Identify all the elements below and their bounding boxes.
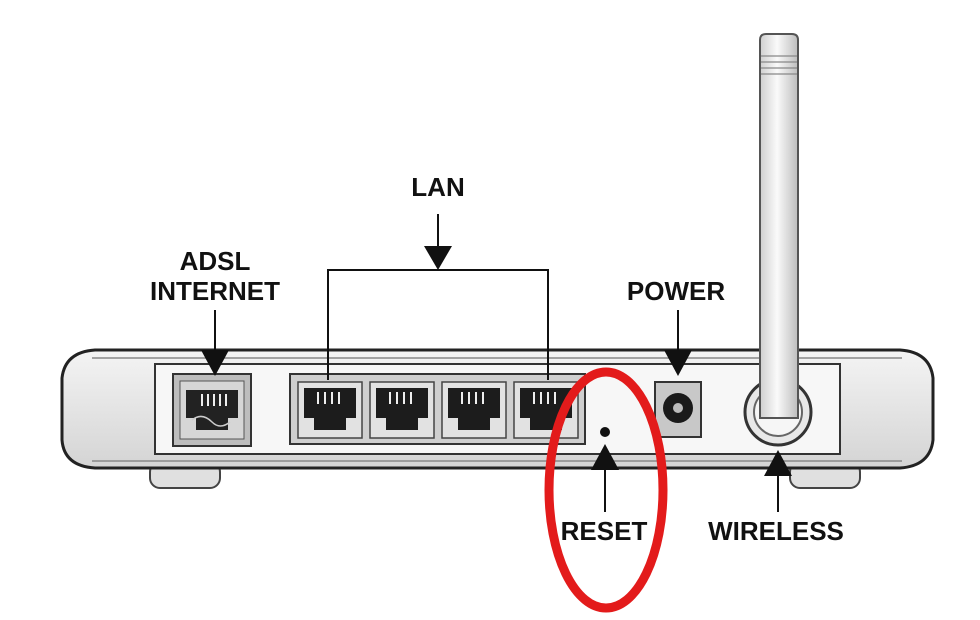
power-jack bbox=[654, 381, 702, 438]
adsl-label: ADSL bbox=[180, 246, 251, 276]
reset-label: RESET bbox=[561, 516, 648, 546]
internet-label: INTERNET bbox=[150, 276, 280, 306]
lan-port bbox=[441, 381, 507, 439]
adsl-arrow-head bbox=[201, 350, 229, 376]
wireless-arrow-head bbox=[764, 450, 792, 476]
lan-port bbox=[369, 381, 435, 439]
lan-ports bbox=[297, 381, 579, 439]
lan-arrow-head bbox=[424, 246, 452, 270]
power-arrow-head bbox=[664, 350, 692, 376]
power-label: POWER bbox=[627, 276, 725, 306]
lan-port bbox=[297, 381, 363, 439]
antenna bbox=[759, 33, 799, 419]
reset-arrow-head bbox=[591, 444, 619, 470]
reset-highlight-ellipse bbox=[544, 367, 668, 613]
wireless-label: WIRELESS bbox=[708, 516, 844, 546]
reset-hole bbox=[600, 427, 610, 437]
lan-label: LAN bbox=[411, 172, 464, 202]
adsl-port bbox=[172, 373, 252, 447]
